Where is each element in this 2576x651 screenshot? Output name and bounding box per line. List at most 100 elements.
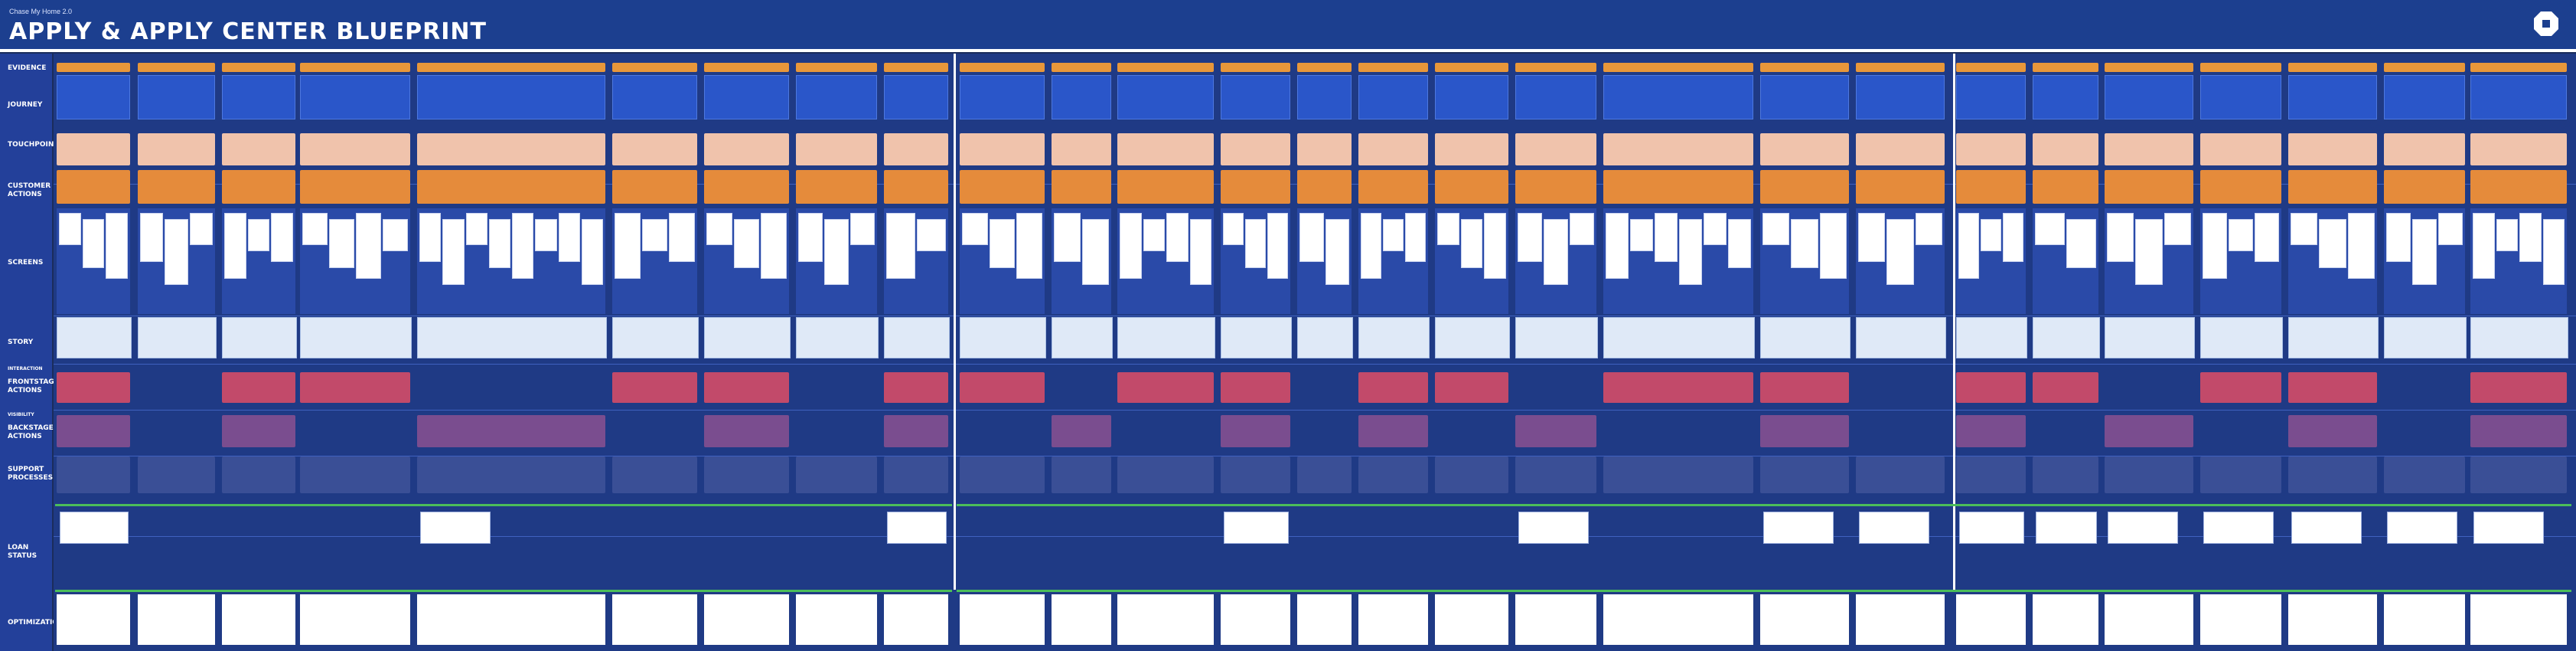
touchpoint-card (1435, 133, 1508, 165)
screen-thumbnail (1190, 219, 1212, 285)
optimization-line (55, 590, 952, 592)
frontstage-card (1760, 372, 1849, 403)
optimization-note (884, 594, 948, 645)
row-label-support: SUPPORT PROCESSES (8, 466, 47, 483)
support-card (300, 456, 410, 493)
screen-thumbnail (1267, 213, 1288, 279)
screen-thumbnail (1630, 219, 1653, 251)
screen-thumbnail (1728, 219, 1751, 268)
optimization-note (960, 594, 1045, 645)
milestone-line (957, 504, 2571, 506)
touchpoint-card (704, 133, 789, 165)
optimization-note (1515, 594, 1596, 645)
frontstage-card (2200, 372, 2281, 403)
evidence-card (2033, 75, 2098, 119)
screen-thumbnail (1820, 213, 1847, 279)
evidence-card (1297, 75, 1352, 119)
screen-thumbnail (419, 213, 441, 262)
touchpoint-card (417, 133, 605, 165)
touchpoint-card (2470, 133, 2567, 165)
evidence-card (222, 75, 295, 119)
screen-thumbnail (271, 213, 293, 262)
evidence-card (2384, 75, 2465, 119)
screen-thumbnail (1704, 213, 1727, 245)
screen-thumbnail (224, 213, 246, 279)
optimization-note (1052, 594, 1111, 645)
evidence-card (884, 75, 948, 119)
evidence-card (138, 75, 215, 119)
stage-header (796, 63, 877, 72)
evidence-card (612, 75, 697, 119)
optimization-note (2470, 594, 2567, 645)
evidence-card (57, 75, 130, 119)
chase-octagon-icon (2533, 11, 2559, 37)
stage-header (300, 63, 410, 72)
evidence-card (796, 75, 877, 119)
customer-action-card (300, 170, 410, 204)
evidence-card (2470, 75, 2567, 119)
screen-thumbnail (1437, 213, 1459, 245)
stage-header (1856, 63, 1945, 72)
story-illustration (1956, 317, 2027, 358)
support-card (796, 456, 877, 493)
support-card (1760, 456, 1849, 493)
row-label-customer-actions: CUSTOMER ACTIONS (8, 182, 46, 199)
screen-thumbnail (1223, 213, 1244, 245)
touchpoint-card (57, 133, 130, 165)
support-card (222, 456, 295, 493)
screen-thumbnail (559, 213, 580, 262)
optimization-note (2033, 594, 2098, 645)
optimization-note (222, 594, 295, 645)
evidence-card (1221, 75, 1290, 119)
optimization-note (2384, 594, 2465, 645)
screen-thumbnail (329, 219, 354, 268)
stage-header (960, 63, 1045, 72)
optimization-note (1435, 594, 1508, 645)
customer-action-card (222, 170, 295, 204)
story-illustration (417, 317, 607, 358)
screen-thumbnail (1655, 213, 1678, 262)
optimization-note (1760, 594, 1849, 645)
stage-header (1358, 63, 1428, 72)
support-card (1956, 456, 2026, 493)
optimization-note (417, 594, 605, 645)
screen-thumbnail (1325, 219, 1350, 285)
touchpoint-card (2384, 133, 2465, 165)
evidence-card (704, 75, 789, 119)
optimization-note (612, 594, 697, 645)
story-illustration (612, 317, 699, 358)
screen-thumbnail (165, 219, 187, 285)
row-labels-column: EVIDENCE JOURNEY TOUCHPOINT CUSTOMER ACT… (0, 54, 52, 651)
customer-action-card (796, 170, 877, 204)
customer-action-card (1856, 170, 1945, 204)
evidence-card (300, 75, 410, 119)
screen-thumbnail (1544, 219, 1568, 285)
screen-thumbnail (2543, 219, 2565, 285)
touchpoint-card (884, 133, 948, 165)
milestone-line (55, 504, 952, 506)
screen-thumbnail (2319, 219, 2346, 268)
backstage-card (704, 415, 789, 447)
touchpoint-card (796, 133, 877, 165)
screen-thumbnail (83, 219, 105, 268)
screen-thumbnail (2348, 213, 2375, 279)
screen-thumbnail (356, 213, 381, 279)
optimization-line (957, 590, 2571, 592)
screen-thumbnail (850, 213, 875, 245)
screen-thumbnail (2438, 213, 2463, 245)
loan-status-card (2108, 512, 2178, 544)
customer-action-card (2200, 170, 2281, 204)
customer-action-card (1117, 170, 1214, 204)
optimization-note (1297, 594, 1352, 645)
frontstage-card (1956, 372, 2026, 403)
phase-divider (954, 54, 956, 590)
touchpoint-card (960, 133, 1045, 165)
screen-thumbnail (2255, 213, 2279, 262)
row-label-journey: JOURNEY (8, 101, 42, 110)
screen-thumbnail (917, 219, 946, 251)
story-illustration (1297, 317, 1353, 358)
customer-action-card (138, 170, 215, 204)
stage-header (1435, 63, 1508, 72)
touchpoint-card (300, 133, 410, 165)
screen-thumbnail (1606, 213, 1629, 279)
